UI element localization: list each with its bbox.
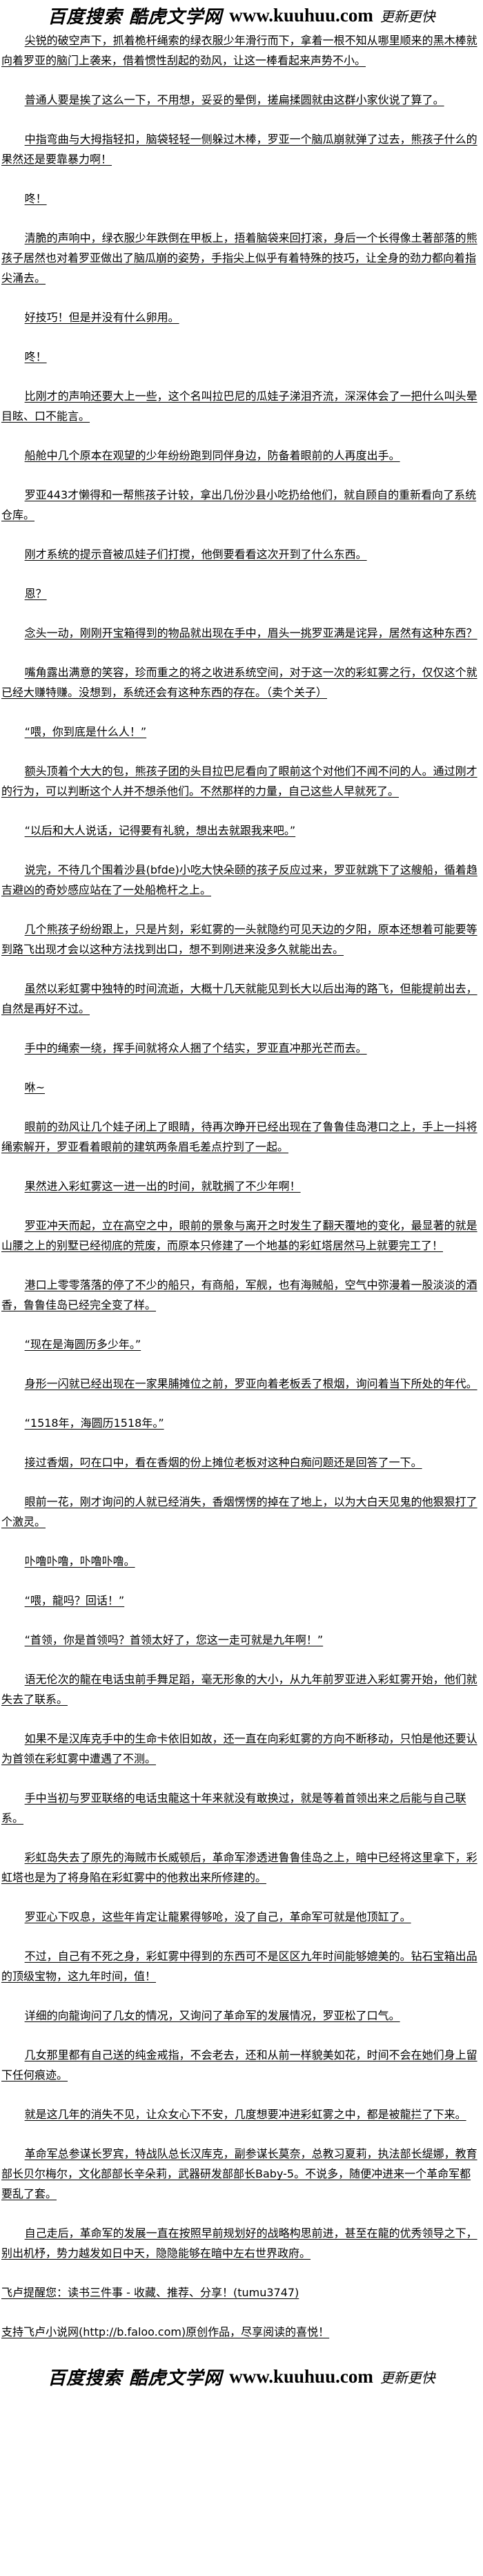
paragraph: 念头一动，刚刚开宝箱得到的物品就出现在手中，眉头一挑罗亚满是诧异，居然有这种东西…: [24, 626, 477, 640]
paragraph: 额头顶着个大大的包，熊孩子团的头目拉巴尼看向了眼前这个对他们不闻不问的人。通过刚…: [1, 765, 477, 798]
banner-url: www.kuuhuu.com: [229, 2365, 373, 2387]
paragraph: 手中当初与罗亚联络的电话虫龍这十年来就没有敢换过，就是等着首领出来之后能与自己联…: [1, 1791, 466, 1825]
paragraph: 不过，自己有不死之身，彩虹雾中得到的东西可不是区区九年时间能够媲美的。钻石宝箱出…: [1, 1950, 477, 1983]
paragraph: 详细的向龍询问了几女的情况，又询问了革命军的发展情况，罗亚松了口气。: [24, 2009, 400, 2022]
banner-site-name: 百度搜索 酷虎文学网: [48, 6, 223, 28]
paragraph: 尖锐的破空声下，抓着桅杆绳索的绿衣服少年滑行而下，拿着一根不知从哪里顺来的黑木棒…: [1, 34, 477, 67]
paragraph: 好技巧！但是并没有什么卵用。: [24, 311, 179, 324]
support-site-notice: 支持飞卢小说网(http://b.faloo.com)原创作品，尽享阅读的喜悦！: [1, 2325, 330, 2338]
paragraph: “首领，你是首领吗？首领太好了，您这一走可就是九年啊！”: [24, 1633, 324, 1646]
paragraph: 咻~: [24, 1081, 46, 1094]
paragraph: 船舱中几个原本在观望的少年纷纷跑到同伴身边，防备着眼前的人再度出手。: [24, 449, 400, 462]
paragraph: 罗亚心下叹息，这些年肯定让龍累得够呛，没了自己，革命军可就是他顶缸了。: [24, 1910, 411, 1923]
reading-reminder-notice: 飞卢提醒您：读书三件事 - 收藏、推荐、分享！(tumu3747): [1, 2286, 299, 2299]
paragraph: 卟噜卟噜，卟噜卟噜。: [24, 1555, 135, 1568]
paragraph: 普通人要是挨了这么一下，不用想，妥妥的晕倒，搓扁揉圆就由这群小家伙说了算了。: [24, 93, 444, 106]
paragraph: 咚！: [24, 192, 47, 205]
paragraph: 罗亚443才懒得和一帮熊孩子计较，拿出几份沙县小吃扔给他们，就自顾自的重新看向了…: [1, 488, 477, 521]
paragraph: 自己走后，革命军的发展一直在按照早前规划好的战略构思前进，甚至在龍的优秀领导之下…: [1, 2227, 477, 2260]
paragraph: 语无伦次的龍在电话虫前手舞足蹈，毫无形象的大小，从九年前罗亚进入彩虹雾开始，他们…: [1, 1673, 477, 1706]
paragraph: “1518年，海圆历1518年。”: [24, 1416, 164, 1430]
paragraph: 恩？: [24, 587, 47, 600]
paragraph: 接过香烟，叼在口中，看在香烟的份上摊位老板对这种白痴问题还是回答了一下。: [24, 1456, 422, 1469]
paragraph: 几个熊孩子纷纷跟上，只是片刻，彩虹雾的一头就隐约可见天边的夕阳，原本还想着可能要…: [1, 923, 477, 956]
paragraph: “喂，你到底是什么人！”: [24, 725, 147, 738]
paragraph: “现在是海圆历多少年。”: [24, 1338, 141, 1351]
paragraph: 清脆的声响中，绿衣服少年跌倒在甲板上，捂着脑袋来回打滚，身后一个长得像土著部落的…: [1, 231, 477, 285]
paragraph: 就是这几年的消失不见，让众女心下不安，几度想要冲进彩虹雾之中，都是被龍拦了下来。: [24, 2108, 466, 2121]
footer-site-banner: 百度搜索 酷虎文学网 www.kuuhuu.com 更新更快: [0, 2361, 483, 2392]
paragraph: 咚！: [24, 350, 47, 363]
paragraph: 眼前一花，刚才询问的人就已经消失，香烟愣愣的掉在了地上，以为大白天见鬼的他狠狠打…: [1, 1495, 477, 1528]
paragraph: 手中的绳索一绕，挥手间就将众人捆了个结实，罗亚直冲那光芒而去。: [24, 1041, 367, 1055]
paragraph: 革命军总参谋长罗宾，特战队总长汉库克，副参谋长莫奈，总教习夏莉，执法部长缇娜，教…: [1, 2147, 477, 2200]
paragraph: 罗亚冲天而起，立在高空之中，眼前的景象与离开之时发生了翻天覆地的变化，最显著的就…: [1, 1219, 477, 1252]
chapter-content: 尖锐的破空声下，抓着桅杆绳索的绿衣服少年滑行而下，拿着一根不知从哪里顺来的黑木棒…: [0, 30, 483, 2342]
paragraph: “以后和大人说话，记得要有礼貌，想出去就跟我来吧。”: [24, 824, 296, 837]
paragraph: 果然进入彩虹雾这一进一出的时间，就耽搁了不少年啊！: [24, 1180, 301, 1193]
paragraph: 如果不是汉库克手中的生命卡依旧如故，还一直在向彩虹雾的方向不断移动，只怕是他还要…: [1, 1732, 477, 1765]
paragraph: 港口上零零落落的停了不少的船只，有商船，军舰，也有海贼船，空气中弥漫着一股淡淡的…: [1, 1278, 477, 1311]
paragraph: 虽然以彩虹雾中独特的时间流逝，大概十几天就能见到长大以后出海的路飞，但能提前出去…: [1, 982, 477, 1015]
paragraph: 身形一闪就已经出现在一家果脯摊位之前，罗亚向着老板丢了根烟，询问着当下所处的年代…: [24, 1377, 477, 1390]
paragraph: 几女那里都有自己送的纯金戒指，不会老去，还和从前一样貌美如花，时间不会在她们身上…: [1, 2048, 477, 2082]
header-site-banner: 百度搜索 酷虎文学网 www.kuuhuu.com 更新更快: [0, 0, 483, 30]
banner-site-name: 百度搜索 酷虎文学网: [48, 2367, 223, 2389]
paragraph: 眼前的劲风让几个娃子闭上了眼睛，待再次睁开已经出现在了鲁鲁佳岛港口之上，手上一抖…: [1, 1120, 477, 1153]
paragraph: “喂，龍吗？回话！”: [24, 1594, 125, 1607]
paragraph: 嘴角露出满意的笑容，珍而重之的将之收进系统空间，对于这一次的彩虹雾之行，仅仅这个…: [1, 666, 477, 699]
banner-slogan: 更新更快: [379, 8, 435, 25]
paragraph: 彩虹岛失去了原先的海贼市长威顿后，革命军渗透进鲁鲁佳岛之上，暗中已经将这里拿下，…: [1, 1851, 477, 1884]
paragraph: 说完，不待几个围着沙县(bfde)小吃大快朵颐的孩子反应过来，罗亚就跳下了这艘船…: [1, 863, 477, 896]
paragraph: 中指弯曲与大拇指轻扣，脑袋轻轻一侧躲过木棒，罗亚一个脑瓜崩就弹了过去，熊孩子什么…: [1, 133, 477, 166]
paragraph: 比刚才的声响还要大上一些，这个名叫拉巴尼的瓜娃子涕泪齐流，深深体会了一把什么叫头…: [1, 390, 477, 423]
banner-slogan: 更新更快: [379, 2369, 435, 2386]
banner-url: www.kuuhuu.com: [229, 4, 373, 26]
paragraph: 刚才系统的提示音被瓜娃子们打搅，他倒要看看这次开到了什么东西。: [24, 548, 367, 561]
